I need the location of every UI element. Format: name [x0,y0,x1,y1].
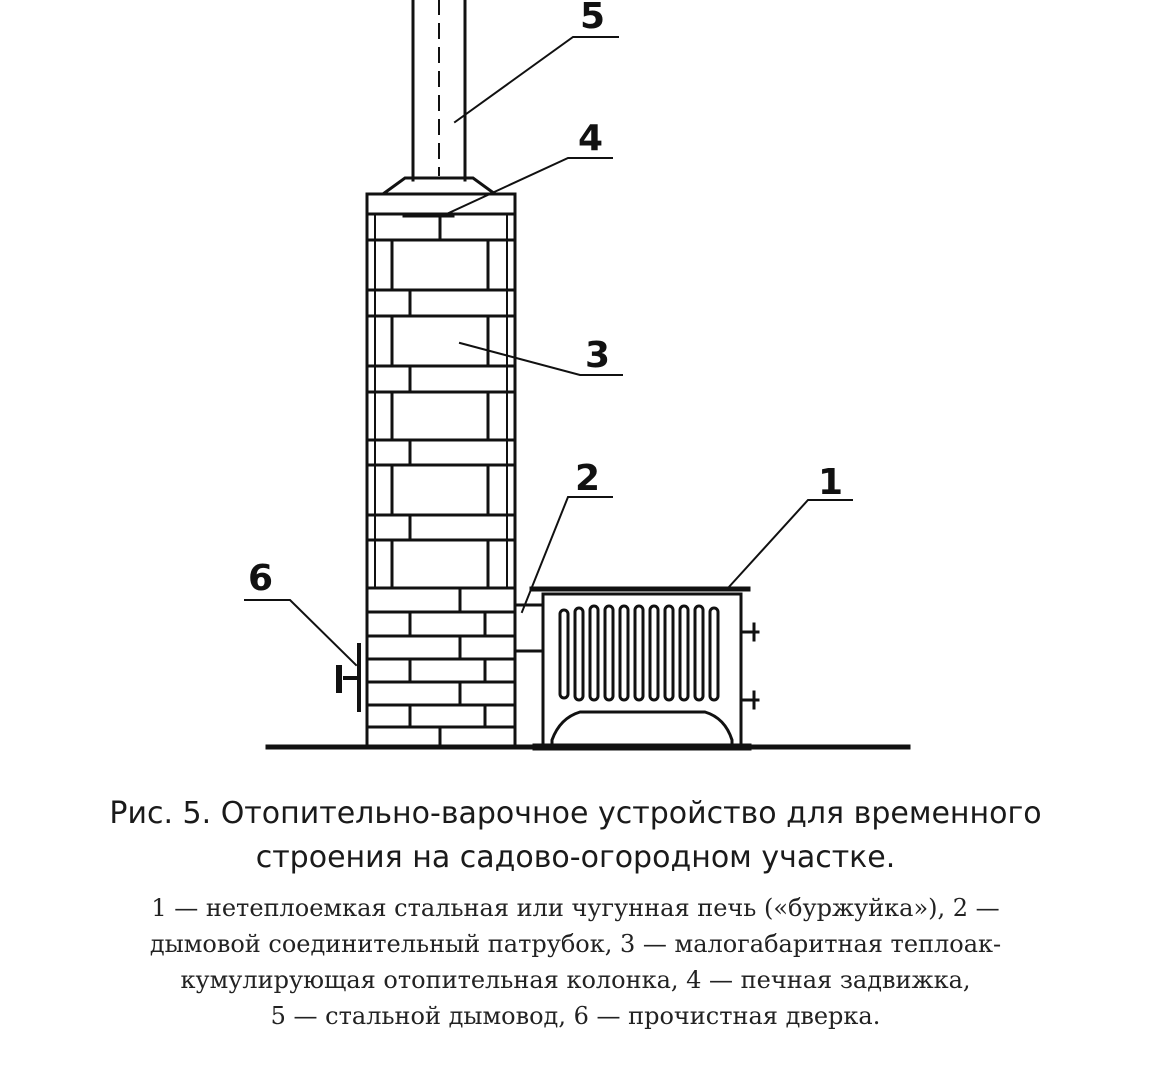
legend-line: кумулирующая отопительная колонка, 4 — п… [180,966,971,994]
callout-4: 4 [578,118,603,159]
caption-title-line: Рис. 5. Отопительно-варочное устройство … [109,796,1042,831]
cleanout-door [336,643,361,712]
steel-chimney-pipe [411,0,467,182]
heat-accumulating-column [365,192,517,749]
leader-lines [244,36,853,667]
legend-line: 5 — стальной дымовод, 6 — прочистная две… [270,1002,881,1030]
figure-caption-title: Рис. 5. Отопительно-варочное устройство … [0,792,1151,880]
callout-6: 6 [248,558,273,599]
stove-burzhuyka [529,586,760,751]
legend-line: дымовой соединительный патрубок, 3 — мал… [149,930,1002,958]
legend-line: 1 — нетеплоемкая стальная или чугунная п… [151,894,1000,922]
callout-1: 1 [818,462,843,503]
callout-3: 3 [585,335,610,376]
connecting-flue-pipe [513,603,545,653]
callout-5: 5 [580,0,605,37]
stove-diagram: 5 4 3 2 1 6 [244,0,911,751]
pipe-collar [378,176,500,196]
figure-legend: 1 — нетеплоемкая стальная или чугунная п… [0,890,1151,1034]
caption-title-line: строения на садово-огородном участке. [255,840,896,875]
callout-2: 2 [575,458,600,499]
